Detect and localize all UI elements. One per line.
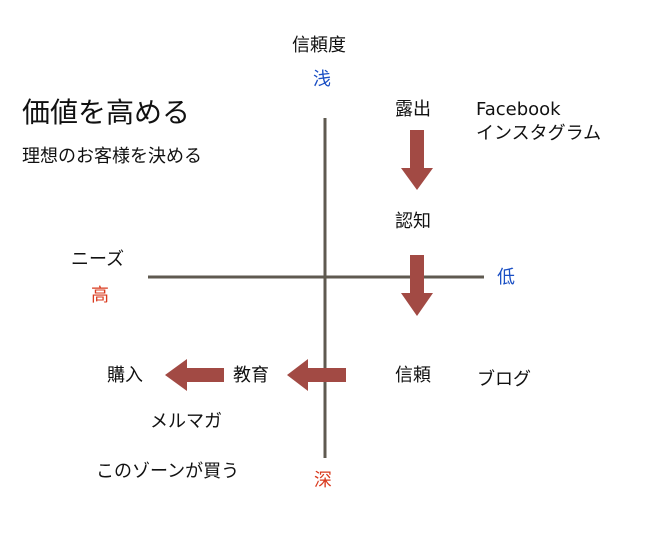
axis-top-label: 信頼度 [292,35,346,56]
page-subtitle: 理想のお客様を決める [22,146,202,167]
axis-left-value: 高 [91,285,109,306]
stage-awareness: 認知 [395,211,431,232]
arrow-education-to-purchase [165,359,224,391]
stage-exposure: 露出 [395,99,431,120]
axis-bottom-value: 深 [314,470,332,491]
arrow-awareness-to-trust [401,255,433,316]
channel-instagram: インスタグラム [476,123,602,144]
channel-newsletter: メルマガ [150,411,222,432]
channel-blog: ブログ [477,369,531,390]
stage-purchase: 購入 [107,365,143,386]
arrow-exposure-to-awareness [401,130,433,190]
zone-note: このゾーンが買う [96,461,240,482]
stage-trust: 信頼 [395,365,431,386]
channel-facebook: Facebook [476,99,561,120]
arrow-trust-to-education [287,359,346,391]
page-title: 価値を高める [22,96,191,129]
axis-left-label: ニーズ [71,249,125,270]
stage-education: 教育 [233,365,269,386]
axis-top-value: 浅 [313,69,331,90]
axis-right-value: 低 [497,267,515,288]
